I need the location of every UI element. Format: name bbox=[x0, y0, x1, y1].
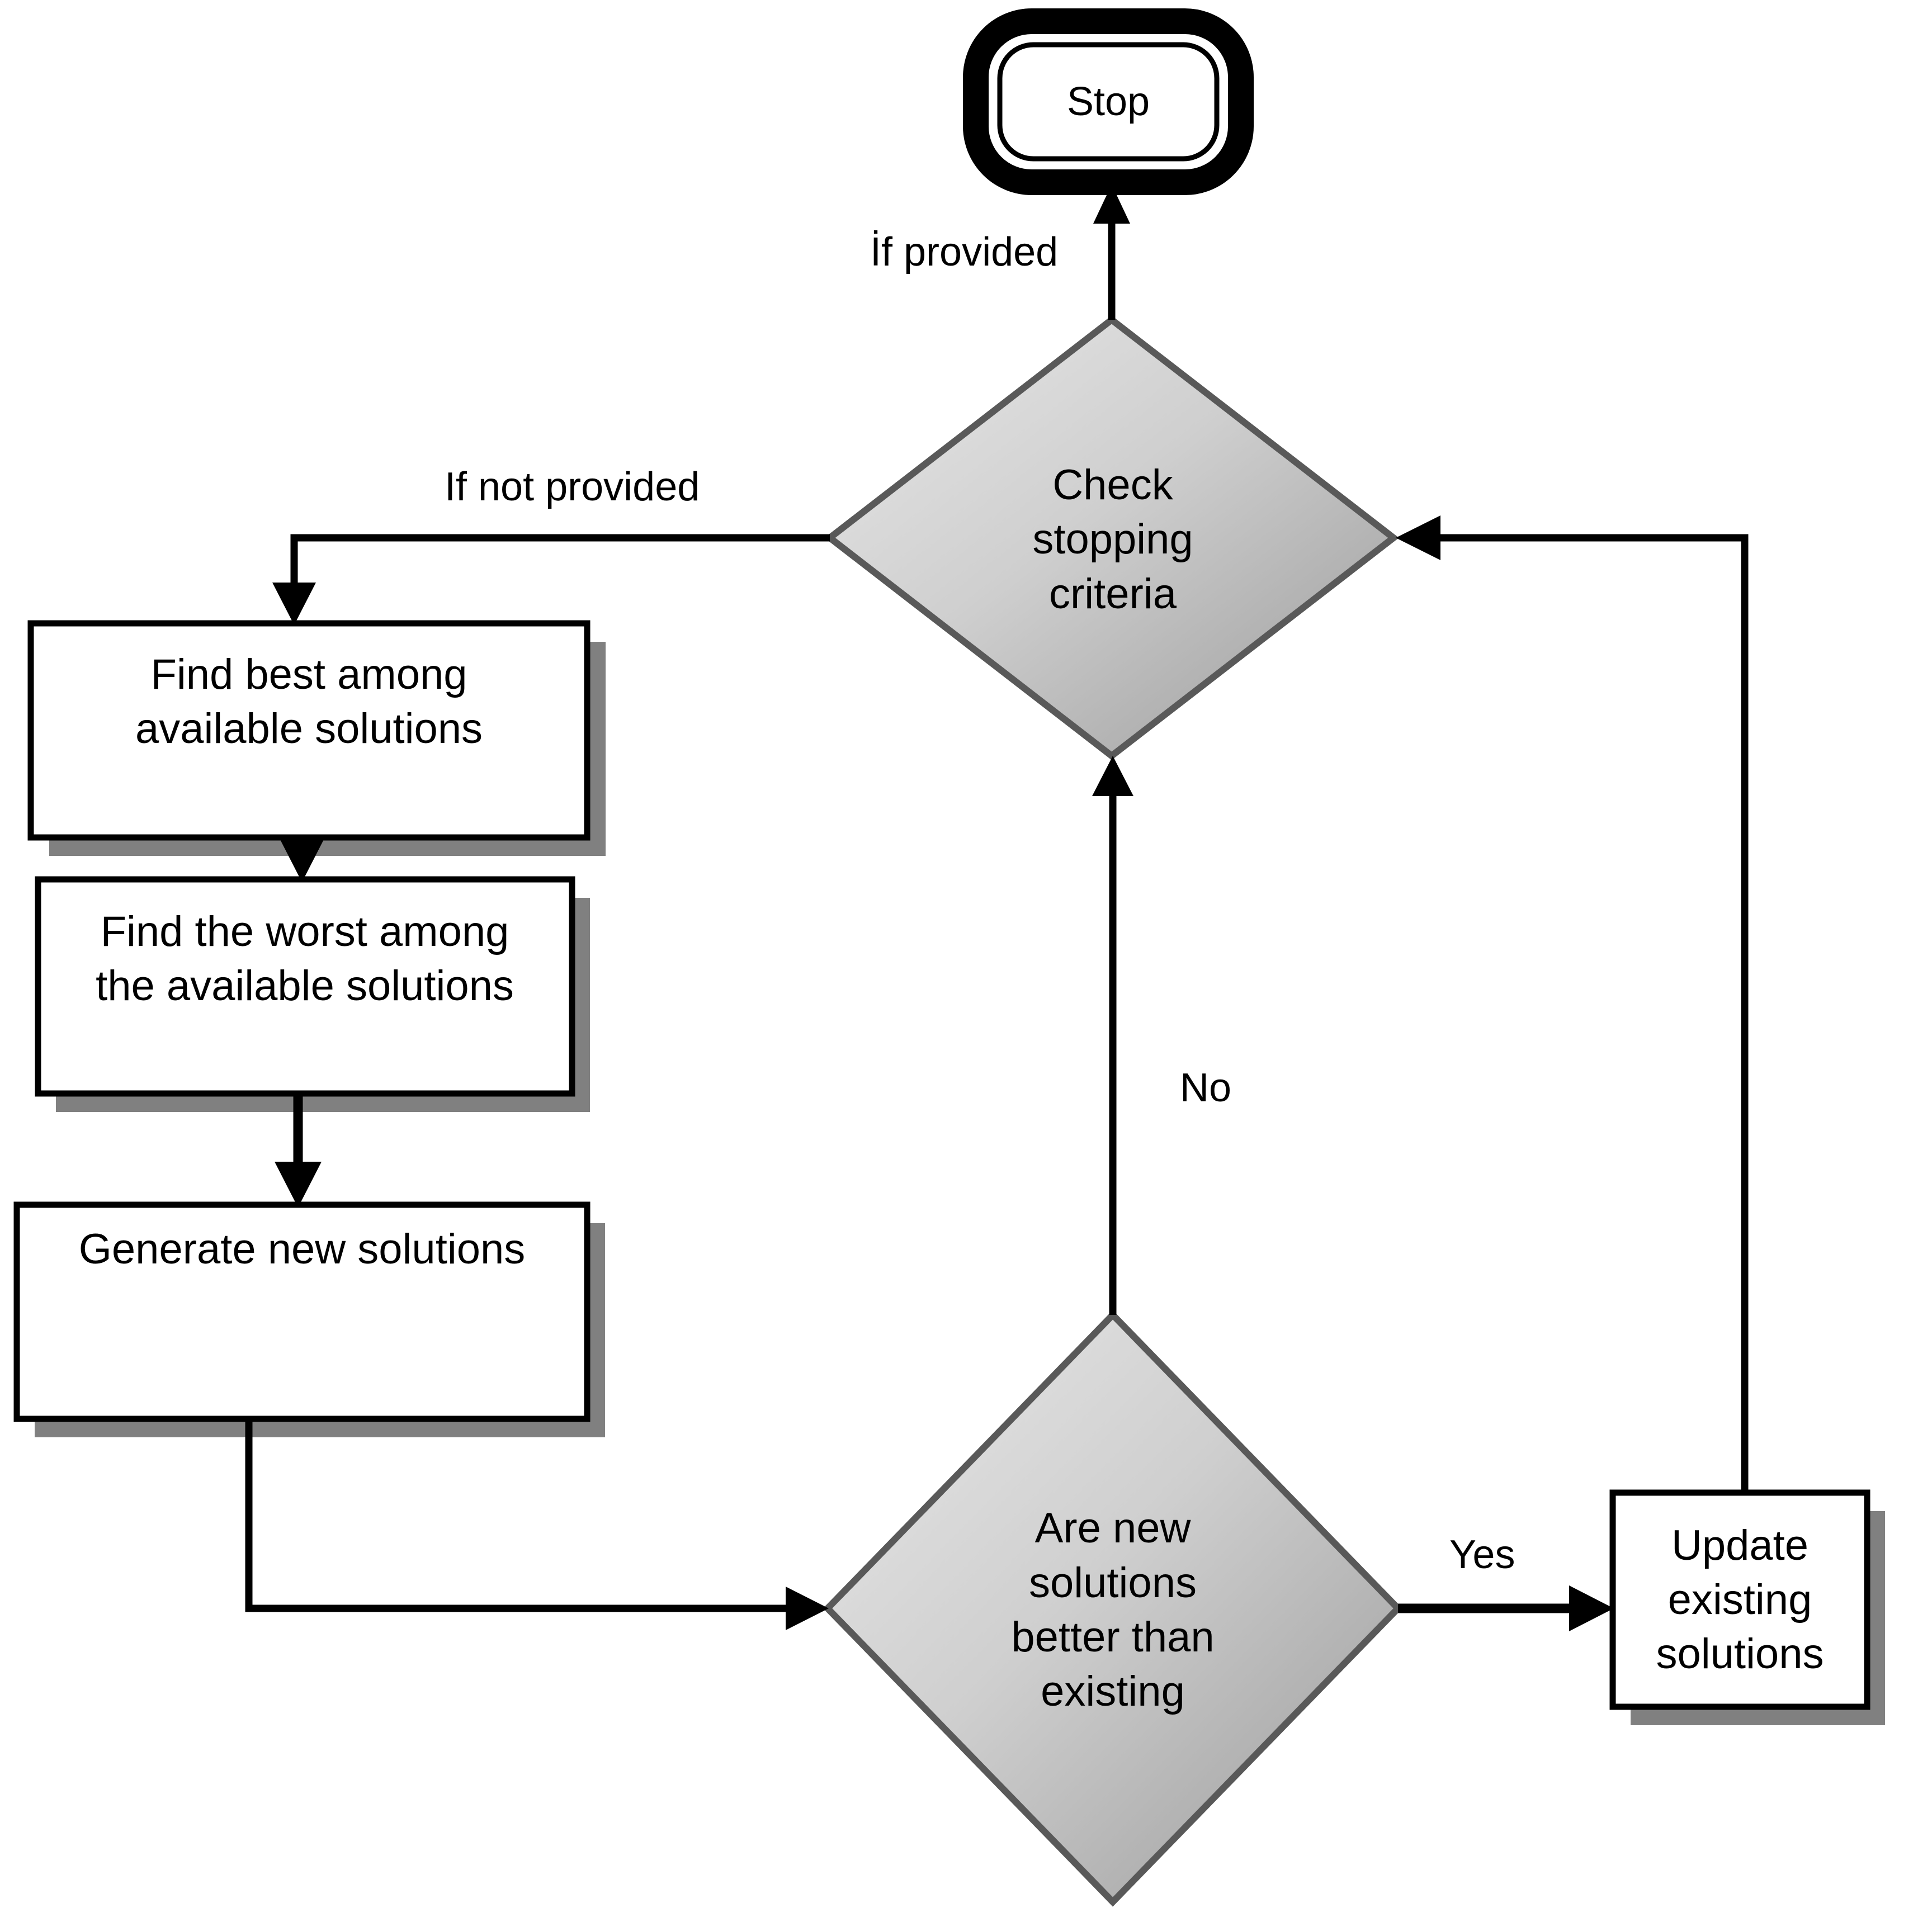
generate-new-box bbox=[13, 1201, 591, 1422]
are-better-diamond bbox=[823, 1310, 1403, 1907]
find-worst-box bbox=[35, 876, 575, 1097]
edge-check-to-stop bbox=[1093, 184, 1130, 320]
update-existing-box bbox=[1609, 1489, 1870, 1710]
check-stopping-diamond bbox=[824, 315, 1399, 760]
edge-find-worst-to-generate-new bbox=[275, 1093, 322, 1208]
edge-generate-new-to-are-better bbox=[245, 1419, 829, 1630]
edge-label-yes: Yes bbox=[1449, 1532, 1515, 1577]
stop-inner-ring bbox=[997, 42, 1220, 162]
edge-are-better-to-check bbox=[1092, 756, 1133, 1315]
edge-check-to-find-best bbox=[272, 534, 830, 625]
edge-are-better-to-update bbox=[1398, 1585, 1614, 1631]
edge-update-to-check bbox=[1396, 515, 1749, 1493]
edge-label-no: No bbox=[1180, 1066, 1232, 1110]
edge-label-if-not-provided: If not provided bbox=[445, 465, 700, 509]
find-best-box bbox=[27, 620, 591, 841]
edge-label-if-provided: İf provided bbox=[870, 230, 1059, 274]
edge-find-best-to-find-worst bbox=[278, 836, 325, 882]
